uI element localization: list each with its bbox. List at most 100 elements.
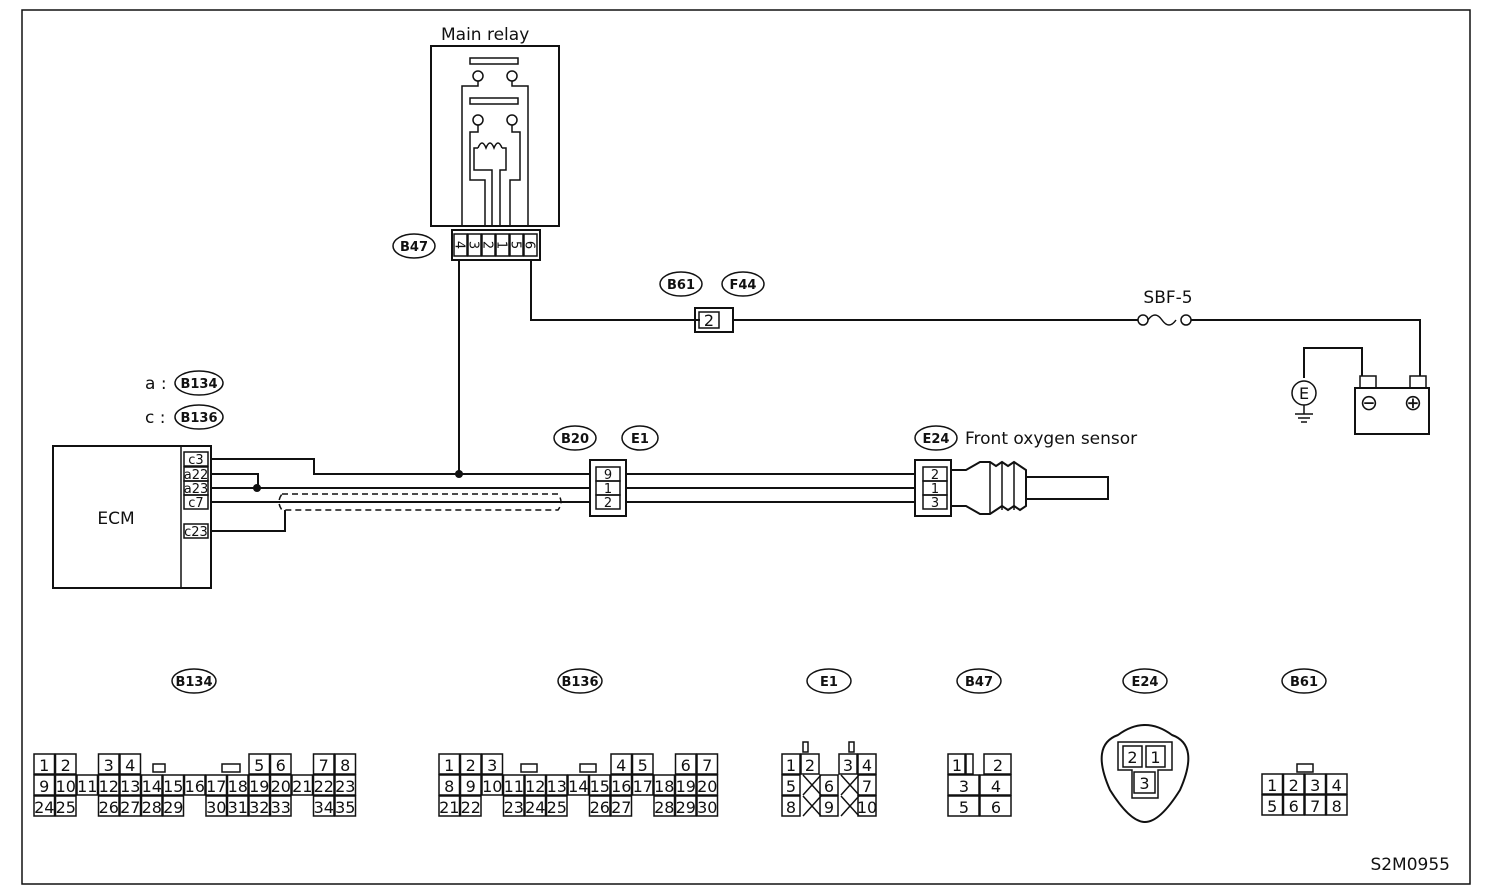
connector-pin: 4 — [616, 756, 626, 775]
connector-pin-box — [819, 795, 839, 817]
connector-pin: 6 — [991, 798, 1001, 817]
connector-pin-box — [97, 753, 120, 775]
connector-pin-box — [696, 753, 719, 775]
connector-pin: 3 — [487, 756, 497, 775]
ecm-connector — [180, 445, 212, 589]
connector-pin: 20 — [271, 777, 291, 796]
ecm-label: ECM — [97, 509, 134, 529]
junction-pin-box — [698, 311, 720, 329]
connector-pin: 8 — [1332, 797, 1342, 816]
fuse-right-term — [1180, 314, 1192, 326]
connector-pin: 23 — [335, 777, 355, 796]
connector-pin: 24 — [34, 798, 54, 817]
relay-pin-box — [495, 233, 510, 257]
connector-pin-box — [857, 774, 877, 796]
connector-pin: 20 — [697, 777, 717, 796]
battery — [1354, 387, 1430, 435]
connector-pin: 30 — [697, 798, 717, 817]
connector-pin-box — [979, 795, 1012, 817]
connector-pin-box — [269, 753, 292, 775]
junction-dot — [455, 470, 463, 478]
connector-pin-box — [545, 795, 568, 817]
e1-tag: E1 — [631, 432, 649, 447]
connector-pin-box — [1261, 773, 1284, 795]
connector-pin-box — [119, 795, 142, 817]
main-relay-label: Main relay — [441, 25, 529, 45]
connector-pin-box — [33, 795, 56, 817]
connector-pin-box — [1304, 794, 1327, 816]
oxygen-sensor-body — [951, 460, 1109, 515]
connector-pin-box — [567, 774, 590, 796]
connector-pin: 18 — [228, 777, 248, 796]
connector-tag-oval — [171, 668, 217, 694]
connector-tag: E24 — [1132, 675, 1159, 690]
connector-pin-box — [312, 753, 335, 775]
connector-pin: 12 — [525, 777, 545, 796]
wire-c3 — [211, 458, 590, 475]
connector-tag: B61 — [1290, 675, 1318, 690]
connector-pin: 5 — [959, 798, 969, 817]
connector-pin-box — [481, 753, 504, 775]
connector-pin-box — [334, 795, 357, 817]
connector-pin-box — [800, 753, 820, 775]
b20-tag-oval — [553, 425, 597, 451]
connector-pin: 21 — [439, 798, 459, 817]
connector-pin-box — [631, 774, 654, 796]
sensor-pin: 3 — [931, 496, 939, 511]
b136-ecm-tag-oval — [174, 404, 224, 430]
connector-pin: 11 — [77, 777, 97, 796]
b47-tag-oval — [392, 233, 436, 259]
connector-pin: 13 — [547, 777, 567, 796]
connector-pin-box — [334, 753, 357, 775]
sensor-connector — [914, 459, 952, 517]
connector-pin-box — [33, 774, 56, 796]
connector-pin-box — [524, 774, 547, 796]
relay-pin-box — [509, 233, 524, 257]
relay-internals — [461, 57, 529, 225]
connector-pin: 33 — [271, 798, 291, 817]
connector-pin: 7 — [702, 756, 712, 775]
connector-pin: 15 — [590, 777, 610, 796]
connector-pin: 25 — [547, 798, 567, 817]
relay-connector — [451, 229, 541, 261]
void-mark — [802, 795, 822, 817]
connector-pin-box — [162, 795, 185, 817]
connector-pin: 2 — [993, 756, 1003, 775]
relay-pin-box — [481, 233, 496, 257]
connector-pin-box — [291, 774, 314, 796]
connector-pin: 1 — [39, 756, 49, 775]
connector-pin-box — [205, 795, 228, 817]
connector-pin-box — [979, 774, 1012, 796]
connector-pin-box — [588, 795, 611, 817]
e24-inner — [1117, 741, 1173, 799]
relay-pin: 4 — [452, 241, 467, 249]
connector-pin-box — [97, 795, 120, 817]
ecm-pin-box — [183, 523, 209, 539]
connector-pin-box — [248, 774, 271, 796]
connector-pin-box — [545, 774, 568, 796]
connector-pin: 3 — [959, 777, 969, 796]
connector-pin: 2 — [466, 756, 476, 775]
connector-pin: 2 — [805, 756, 815, 775]
connector-pin-box — [183, 774, 206, 796]
ecm-prefix-c: c : — [145, 408, 165, 428]
connector-pin-box — [97, 774, 120, 796]
connector-pin-box — [76, 774, 99, 796]
connector-pin-box — [54, 795, 77, 817]
main-relay-box — [430, 45, 560, 227]
connector-pin: 7 — [319, 756, 329, 775]
mid-pin: 2 — [604, 496, 612, 511]
connector-pin-box — [33, 753, 56, 775]
e24-housing — [1100, 724, 1190, 824]
connector-pin-box — [226, 774, 249, 796]
connector-pin-box — [1282, 794, 1305, 816]
connector-pin: 9 — [466, 777, 476, 796]
connector-pin-box — [334, 774, 357, 796]
connector-pin-box — [610, 795, 633, 817]
ground-label: E — [1299, 384, 1309, 403]
ecm-pin: a23 — [184, 482, 209, 497]
connector-pin-box — [674, 753, 697, 775]
b61-tag: B61 — [667, 278, 695, 293]
